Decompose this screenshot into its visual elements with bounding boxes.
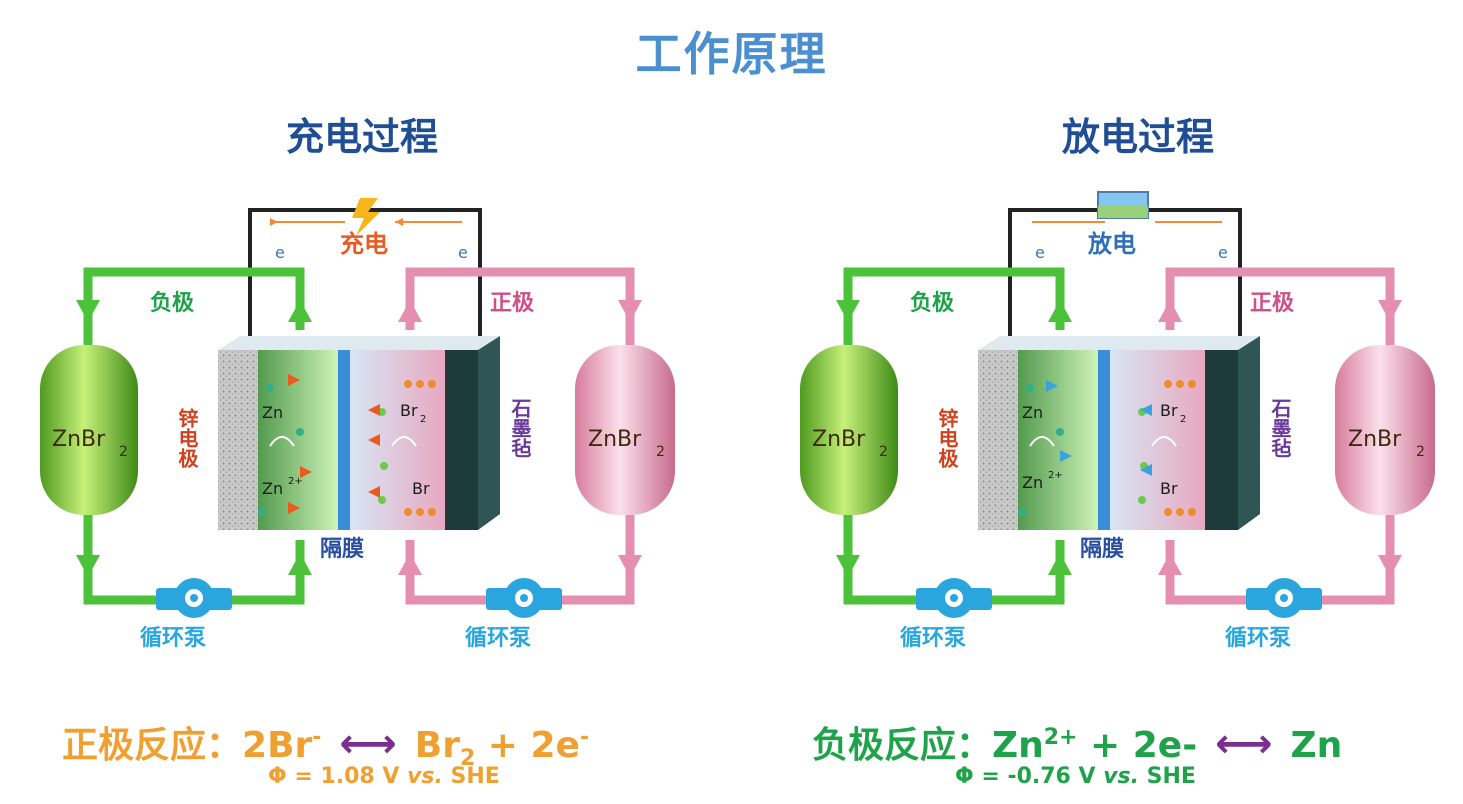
right-tank-sub: 2	[656, 444, 665, 460]
charge-heading: 充电过程	[285, 115, 438, 159]
negative-pole-label: 负极	[150, 291, 195, 316]
positive-potential: Φ = 1.08 V vs. SHE	[268, 764, 500, 789]
zinc-electrode-label-d: 锌电极	[935, 407, 959, 469]
positive-rhs-a: Br	[414, 725, 460, 766]
negative-lhs-sup: 2+	[1043, 725, 1078, 750]
left-tank-sub-d: 2	[879, 444, 888, 460]
br2-sub: 2	[420, 414, 426, 425]
discharge-heading: 放电过程	[1061, 115, 1214, 159]
graphite-felt-label: 石墨毡	[508, 398, 532, 458]
zinc-electrode-label: 锌电极	[175, 407, 199, 469]
left-tank-sub: 2	[119, 444, 128, 460]
positive-pole-label: 正极	[490, 291, 535, 316]
pump-label-left-d: 循环泵	[900, 625, 966, 651]
lightning-icon	[352, 198, 380, 236]
right-tank-label-d: ZnBr	[1348, 427, 1402, 452]
charge-ion-arrows	[288, 374, 380, 514]
zn2-label: Zn	[262, 479, 283, 498]
pump-label-left: 循环泵	[140, 625, 206, 651]
negative-potential-vs: vs.	[1103, 764, 1140, 789]
graphite-felt-label-d: 石墨毡	[1268, 398, 1292, 458]
right-tank-label: ZnBr	[588, 427, 642, 452]
left-tank-label: ZnBr	[52, 427, 106, 452]
negative-potential-value: Φ = -0.76 V	[955, 764, 1104, 789]
pump-label-right: 循环泵	[465, 625, 531, 651]
negative-rhs: Zn	[1290, 725, 1343, 766]
negative-lhs-a: Zn	[992, 725, 1044, 766]
charge-label: 充电	[340, 230, 388, 258]
br2-label: Br	[400, 401, 418, 420]
positive-pole-label-d: 正极	[1250, 291, 1295, 316]
br2-label-d: Br	[1160, 401, 1178, 420]
positive-rhs-sup: -	[579, 725, 590, 750]
discharge-ion-arrows	[1046, 380, 1152, 476]
membrane-label: 隔膜	[320, 537, 364, 562]
negative-reaction: 负极反应：Zn2+ + 2e-⟷Zn	[812, 716, 1342, 768]
right-tank-sub-d: 2	[1416, 444, 1425, 460]
negative-potential-ref: SHE	[1139, 764, 1196, 789]
discharge-label: 放电	[1087, 230, 1136, 258]
br-minus-label-d: Br	[1160, 479, 1178, 498]
reaction-arrow-right: ⟷	[1215, 721, 1273, 767]
positive-lhs-sup: -	[312, 725, 322, 750]
positive-reaction: 正极反应：2Br-⟷Br2 + 2e-	[62, 716, 589, 771]
positive-rhs-b: + 2e	[475, 725, 580, 766]
positive-rhs-sub: 2	[459, 746, 476, 772]
membrane-label-d: 隔膜	[1080, 537, 1124, 562]
negative-lhs-b: + 2e-	[1077, 725, 1198, 766]
zn-label-d: Zn	[1022, 403, 1043, 422]
negative-pole-label-d: 负极	[910, 291, 955, 316]
electron-right-d: e	[1218, 243, 1228, 262]
br-minus-label: Br	[412, 479, 430, 498]
positive-potential-value: Φ = 1.08 V	[268, 764, 408, 789]
positive-lhs: 2Br	[242, 725, 313, 766]
positive-potential-vs: vs.	[407, 764, 443, 789]
positive-potential-ref: SHE	[442, 764, 500, 789]
zn2-sup: 2+	[288, 476, 303, 487]
left-tank-label-d: ZnBr	[812, 427, 866, 452]
electron-left-d: e	[1035, 243, 1045, 262]
electron-left: e	[275, 243, 285, 262]
negative-potential: Φ = -0.76 V vs. SHE	[955, 764, 1196, 789]
negative-reaction-label: 负极反应：	[812, 725, 993, 766]
reaction-arrow-left: ⟷	[339, 721, 397, 767]
zn-label: Zn	[262, 403, 283, 422]
br2-sub-d: 2	[1180, 414, 1186, 425]
electron-right: e	[458, 243, 468, 262]
zn2-label-d: Zn	[1022, 473, 1043, 492]
page-title: 工作原理	[635, 27, 828, 81]
solar-panel-icon	[1097, 191, 1149, 219]
zn2-sup-d: 2+	[1048, 470, 1063, 481]
positive-reaction-label: 正极反应：	[62, 725, 243, 766]
pump-label-right-d: 循环泵	[1225, 625, 1291, 651]
